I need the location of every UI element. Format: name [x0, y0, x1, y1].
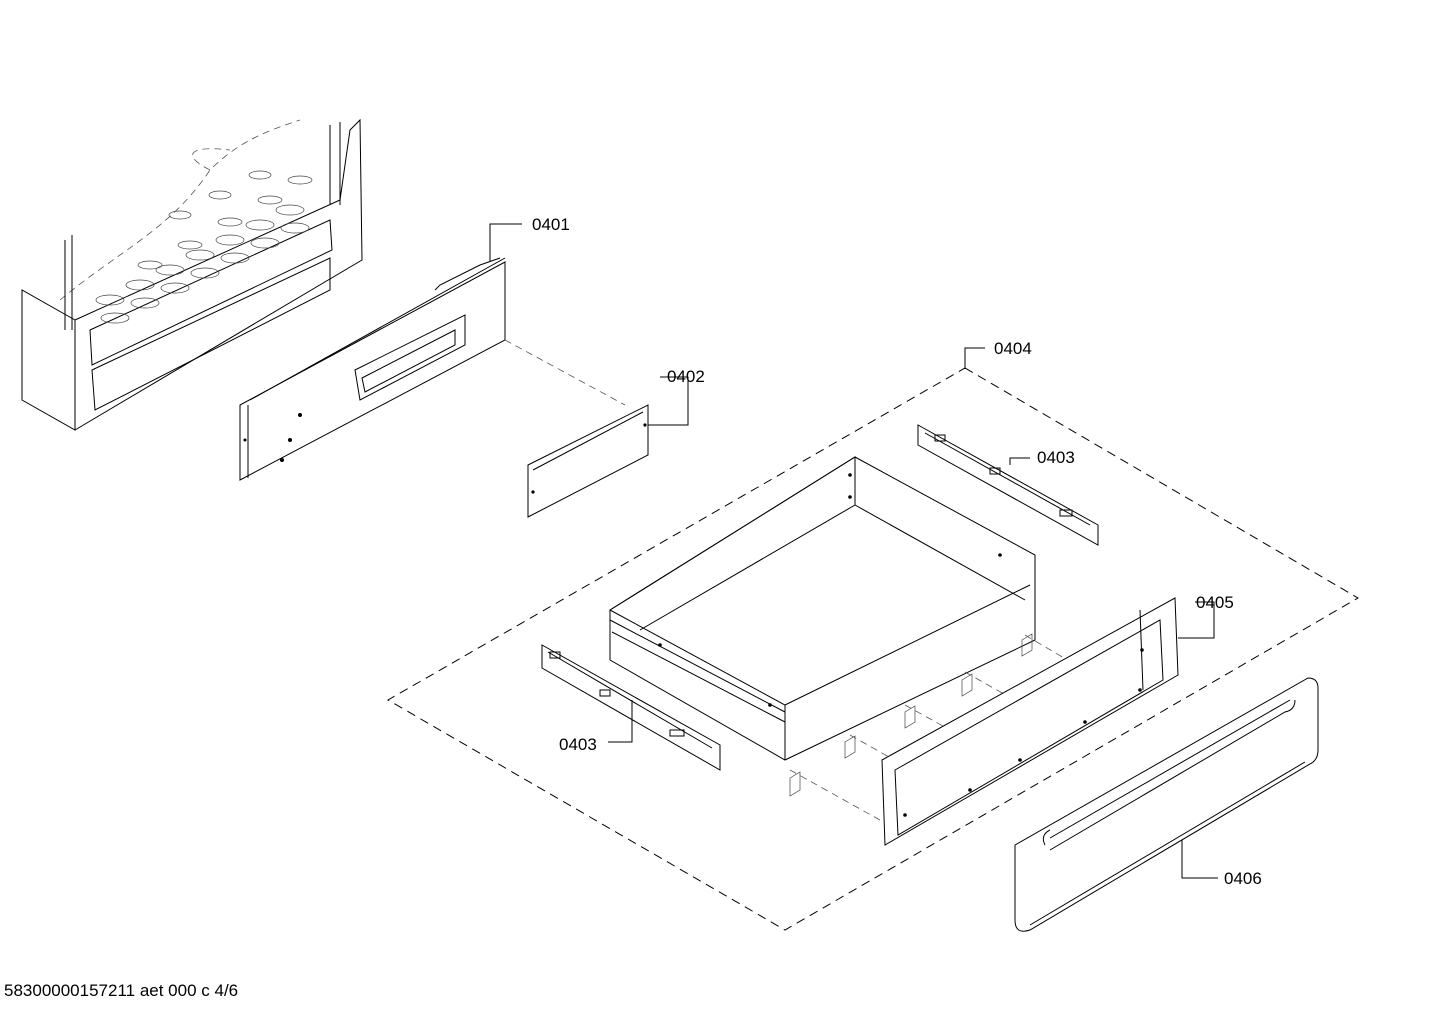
oven-frame-drawing — [21, 118, 363, 431]
drawer-clips — [789, 633, 1033, 797]
label-0406: 0406 — [1224, 869, 1262, 888]
label-0403-bottom: 0403 — [559, 735, 597, 754]
drawing-reference-number: 58300000157211 aet 000 c 4/6 — [4, 981, 239, 1000]
part-0405-front-panel — [881, 597, 1179, 846]
drawer-box — [609, 456, 1036, 761]
label-0405: 0405 — [1196, 593, 1234, 612]
label-0404: 0404 — [994, 339, 1032, 358]
part-0401-rear-panel — [239, 257, 506, 481]
leader-lines — [489, 223, 1218, 879]
label-0401: 0401 — [532, 215, 570, 234]
label-0403-top: 0403 — [1037, 448, 1075, 467]
axis-line-0401-0402 — [504, 339, 626, 406]
part-0403-rail-top — [917, 424, 1099, 546]
assembly-0404-boundary — [387, 367, 1359, 931]
label-0402: 0402 — [667, 367, 705, 386]
part-0403-rail-bottom — [541, 644, 721, 771]
part-0402-cover-plate — [527, 404, 649, 518]
part-0406-front-fascia — [1014, 677, 1319, 932]
